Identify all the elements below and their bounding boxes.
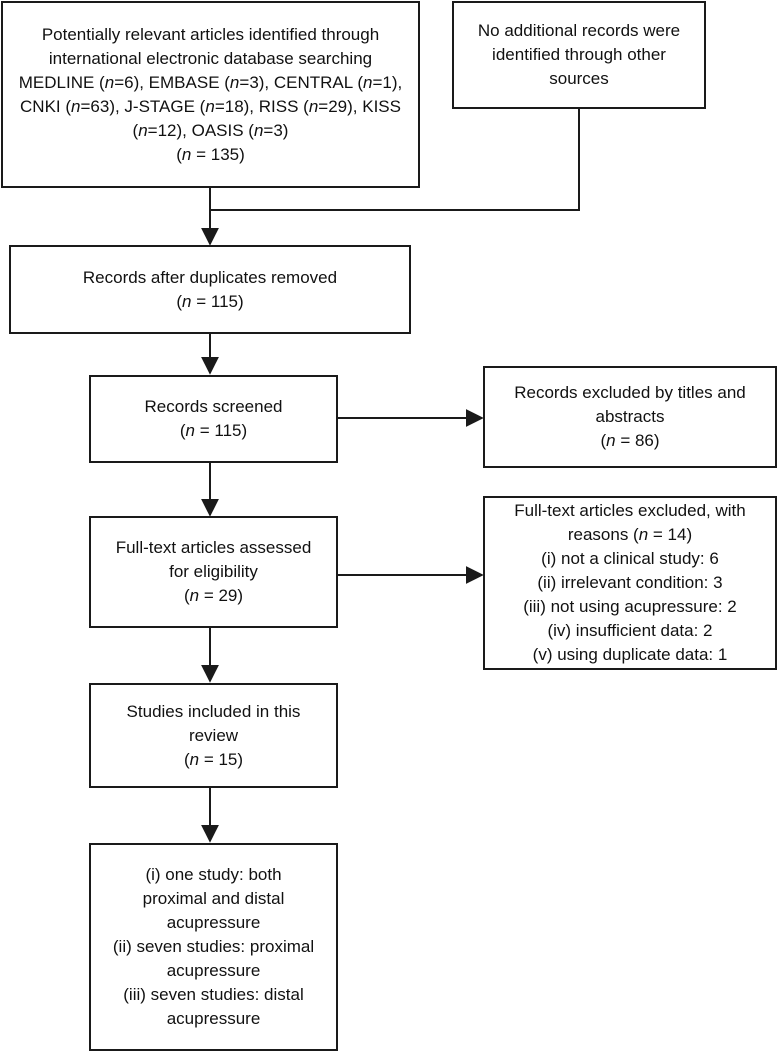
connector-other-sources xyxy=(210,108,580,211)
box-line: for eligibility xyxy=(169,562,258,581)
box-line: identified through other xyxy=(492,45,666,64)
box-line: Potentially relevant articles identified… xyxy=(41,24,380,44)
box-line: MEDLINE (n=6), EMBASE (n=3), CENTRAL (n=… xyxy=(18,72,403,92)
box-line: (ii) irrelevant condition: 3 xyxy=(537,573,723,592)
box-line: (n = 115) xyxy=(176,291,244,311)
box-line: reasons (n = 14) xyxy=(567,525,693,544)
box-line: (v) using duplicate data: 1 xyxy=(532,645,728,664)
box-line: Records after duplicates removed xyxy=(82,267,338,287)
box-line: (iv) insufficient data: 2 xyxy=(547,621,713,640)
identified-records-box: Potentially relevant articles identified… xyxy=(1,1,420,188)
box-line: acupressure xyxy=(166,1009,261,1028)
box-line: abstracts xyxy=(595,407,665,426)
box-line: (n = 15) xyxy=(183,749,244,769)
box-line: (n=12), OASIS (n=3) xyxy=(132,120,289,140)
box-line: Full-text articles excluded, with xyxy=(514,501,746,520)
box-line: acupressure xyxy=(166,913,261,932)
box-line: (i) one study: both xyxy=(145,865,282,884)
box-line: (n = 135) xyxy=(176,144,245,164)
box-line: proximal and distal xyxy=(142,889,285,908)
fulltext-excluded-box: Full-text articles excluded, with reason… xyxy=(483,496,777,670)
box-line: (iii) not using acupressure: 2 xyxy=(523,597,737,616)
box-line: CNKI (n=63), J-STAGE (n=18), RISS (n=29)… xyxy=(20,96,401,116)
box-line: acupressure xyxy=(166,961,261,980)
box-line: international electronic database search… xyxy=(48,48,373,68)
box-line: Records screened xyxy=(144,397,283,416)
duplicates-removed-box: Records after duplicates removed (n = 11… xyxy=(9,245,411,334)
box-line: (n = 29) xyxy=(183,586,244,605)
box-line: Records excluded by titles and xyxy=(514,383,746,402)
box-line: (ii) seven studies: proximal xyxy=(112,937,315,956)
other-sources-box: No additional records were identified th… xyxy=(452,1,706,109)
box-line: (iii) seven studies: distal xyxy=(123,985,304,1004)
box-line: (n = 86) xyxy=(600,431,660,450)
box-line: (i) not a clinical study: 6 xyxy=(541,549,719,568)
box-line: Full-text articles assessed xyxy=(115,538,312,557)
box-line: review xyxy=(188,725,239,745)
box-line: Studies included in this xyxy=(126,701,301,721)
box-line: No additional records were xyxy=(477,21,681,40)
studies-included-box: Studies included in this review (n = 15) xyxy=(89,683,338,788)
box-line: sources xyxy=(549,69,609,88)
study-breakdown-box: (i) one study: both proximal and distal … xyxy=(89,843,338,1051)
records-screened-box: Records screened (n = 115) xyxy=(89,375,338,463)
box-line: (n = 115) xyxy=(179,421,248,440)
fulltext-assessed-box: Full-text articles assessed for eligibil… xyxy=(89,516,338,628)
excluded-titles-box: Records excluded by titles and abstracts… xyxy=(483,366,777,468)
